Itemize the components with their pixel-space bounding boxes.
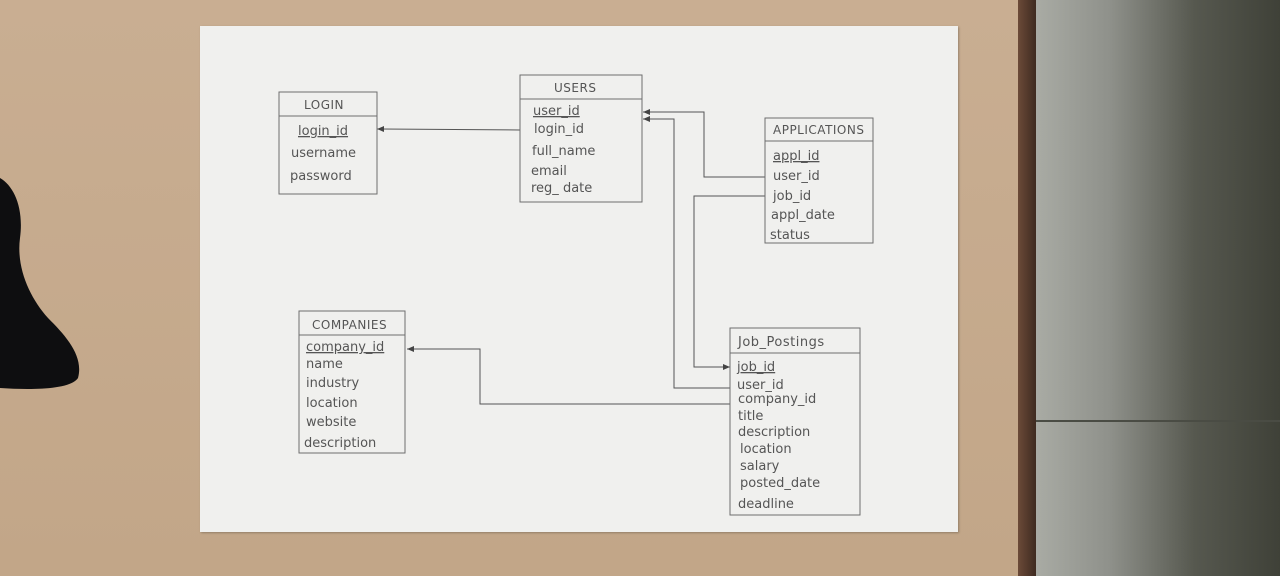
paper-sheet [200,26,958,532]
entity-applications: APPLICATIONS appl_id user_id job_id appl… [764,117,874,244]
entity-field: posted_date [740,476,820,491]
entity-title: Job_Postings [737,335,825,350]
entity-field: password [290,169,352,184]
entity-field: user_id [773,169,820,184]
entity-field: title [738,409,763,424]
entity-login: LOGIN login_id username password [278,91,378,195]
entity-field: full_name [532,144,595,159]
desk-edge [1018,0,1036,576]
primary-key-field: user_id [533,104,580,119]
entity-box [519,74,643,203]
entity-field: login_id [534,122,584,137]
entity-field: description [738,425,810,440]
primary-key-field: job_id [736,360,775,375]
entity-field: reg_ date [531,181,592,196]
rel-applications-users [643,109,765,178]
entity-title: LOGIN [304,98,344,112]
dark-cloth [0,178,80,389]
entity-field: website [306,415,356,430]
entity-box [729,327,861,516]
entity-box [298,310,406,454]
entity-users: USERS user_id login_id full_name email r… [519,74,643,203]
entity-title: USERS [554,81,596,95]
entity-field: salary [740,459,780,474]
entity-field: location [306,396,358,411]
rel-jobpostings-users [643,116,730,389]
primary-key-field: appl_id [773,149,819,164]
rel-applications-jobpostings [693,195,765,370]
entity-field: deadline [738,497,794,512]
entity-title: APPLICATIONS [773,123,864,137]
entity-field: location [740,442,792,457]
entity-field: name [306,357,343,372]
entity-job-postings: Job_Postings job_id user_id company_id t… [729,327,861,516]
entity-field: user_id [737,378,784,393]
entity-field: status [770,228,810,243]
entity-field: company_id [738,392,816,407]
entity-companies: COMPANIES company_id name industry locat… [298,310,406,454]
floor-tile-line [1036,420,1280,422]
entity-field: industry [306,376,360,391]
primary-key-field: login_id [298,124,348,139]
entity-field: appl_date [771,208,835,223]
entity-box [764,117,874,244]
entity-title: COMPANIES [312,318,387,332]
rel-users-login [376,126,521,133]
floor-background [1036,0,1280,576]
entity-field: email [531,164,567,179]
entity-field: username [291,146,356,161]
entity-field: description [304,436,376,451]
entity-field: job_id [772,189,811,204]
rel-jobpostings-companies [407,346,730,405]
primary-key-field: company_id [306,340,384,355]
relationship-lines [376,109,765,405]
entity-box [278,91,378,195]
